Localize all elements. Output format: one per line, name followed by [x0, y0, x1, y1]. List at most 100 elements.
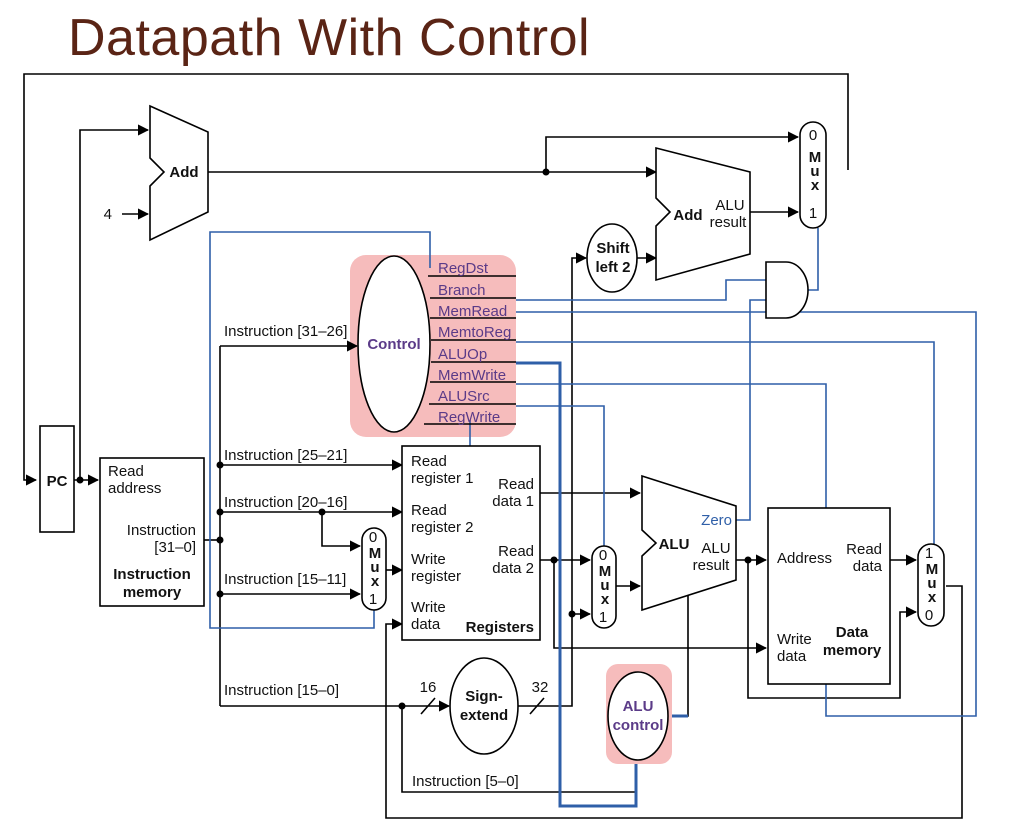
regdst-mux: 0 M u x 1: [361, 527, 387, 611]
svg-text:memory: memory: [123, 584, 182, 601]
svg-text:Control: Control: [367, 336, 420, 353]
svg-text:0: 0: [599, 547, 607, 564]
svg-text:Instruction [15–11]: Instruction [15–11]: [224, 571, 346, 588]
svg-text:M: M: [599, 563, 612, 580]
svg-text:Instruction: Instruction: [127, 522, 196, 539]
svg-text:Sign-: Sign-: [465, 688, 503, 705]
svg-text:data 2: data 2: [492, 560, 534, 577]
svg-text:1: 1: [369, 591, 377, 608]
svg-text:Add: Add: [169, 164, 198, 181]
svg-text:M: M: [926, 561, 939, 578]
svg-text:data: data: [777, 648, 807, 665]
control-signal-labels: RegDst Branch MemRead MemtoReg ALUOp Mem…: [424, 260, 516, 426]
svg-text:Read: Read: [498, 476, 534, 493]
svg-text:control: control: [613, 717, 664, 734]
svg-text:0: 0: [809, 127, 817, 144]
sign-extend: Sign- extend 16 32: [420, 657, 549, 755]
svg-text:memory: memory: [823, 642, 882, 659]
control-unit: Control: [357, 255, 431, 433]
svg-text:x: x: [601, 591, 610, 608]
signal-regwrite: RegWrite: [438, 409, 500, 426]
svg-text:Read: Read: [411, 502, 447, 519]
svg-text:ALU: ALU: [715, 197, 744, 214]
signal-aluop: ALUOp: [438, 346, 487, 363]
svg-text:Write: Write: [411, 551, 446, 568]
svg-text:ALU: ALU: [701, 540, 730, 557]
svg-text:register 1: register 1: [411, 470, 474, 487]
svg-text:extend: extend: [460, 707, 508, 724]
svg-text:Shift: Shift: [596, 240, 629, 257]
svg-text:Instruction [25–21]: Instruction [25–21]: [224, 447, 347, 464]
svg-text:Instruction [20–16]: Instruction [20–16]: [224, 494, 347, 511]
alu-control-unit: ALU control: [607, 671, 669, 761]
svg-text:0: 0: [925, 607, 933, 624]
pc-source-mux: 0 M u x 1: [799, 121, 827, 229]
svg-text:data: data: [853, 558, 883, 575]
control-wires: [209, 228, 977, 808]
svg-text:16: 16: [420, 679, 437, 696]
svg-text:register 2: register 2: [411, 519, 474, 536]
main-alu: ALU ALU result Zero: [641, 474, 737, 612]
svg-text:32: 32: [532, 679, 549, 696]
shift-left-2: Shift left 2: [586, 223, 638, 293]
junction-dots: [76, 168, 752, 710]
svg-text:x: x: [371, 573, 380, 590]
pc-adder: Add: [149, 104, 209, 242]
svg-text:Read: Read: [498, 543, 534, 560]
svg-text:M: M: [809, 149, 822, 166]
constant-four: 4: [104, 206, 112, 223]
svg-text:left 2: left 2: [595, 259, 630, 276]
signal-memread: MemRead: [438, 303, 507, 320]
svg-text:Address: Address: [777, 550, 832, 567]
instruction-field-labels: Instruction [31–26] Instruction [25–21] …: [224, 323, 519, 790]
svg-text:u: u: [927, 575, 936, 592]
svg-text:Instruction [5–0]: Instruction [5–0]: [412, 773, 519, 790]
svg-text:Instruction [15–0]: Instruction [15–0]: [224, 682, 339, 699]
register-file: Read register 1 Read register 2 Write re…: [401, 445, 541, 641]
svg-text:result: result: [693, 557, 731, 574]
svg-text:Zero: Zero: [701, 512, 732, 529]
svg-text:Registers: Registers: [466, 619, 534, 636]
svg-text:PC: PC: [47, 473, 68, 490]
svg-text:x: x: [811, 177, 820, 194]
svg-text:Instruction [31–26]: Instruction [31–26]: [224, 323, 347, 340]
signal-branch: Branch: [438, 282, 486, 299]
signal-regdst: RegDst: [438, 260, 489, 277]
svg-text:register: register: [411, 568, 461, 585]
svg-text:result: result: [710, 214, 748, 231]
svg-text:1: 1: [925, 545, 933, 562]
svg-text:Instruction: Instruction: [113, 566, 191, 583]
svg-text:u: u: [810, 163, 819, 180]
svg-text:ALU: ALU: [659, 536, 690, 553]
branch-and-gate: [765, 261, 809, 319]
svg-text:ALU: ALU: [623, 698, 654, 715]
branch-adder: Add ALU result: [655, 146, 751, 282]
pc-register: PC: [39, 425, 75, 533]
signal-memwrite: MemWrite: [438, 367, 506, 384]
svg-text:0: 0: [369, 529, 377, 546]
svg-text:Write: Write: [777, 631, 812, 648]
svg-text:u: u: [600, 577, 609, 594]
instruction-memory: Read address Instruction [31–0] Instruct…: [99, 457, 205, 607]
svg-text:Read: Read: [846, 541, 882, 558]
svg-text:x: x: [928, 589, 937, 606]
svg-text:M: M: [369, 545, 382, 562]
svg-text:Read: Read: [108, 463, 144, 480]
svg-text:1: 1: [809, 205, 817, 222]
svg-text:data 1: data 1: [492, 493, 534, 510]
alusrc-mux: 0 M u x 1: [591, 545, 617, 629]
svg-text:address: address: [108, 480, 161, 497]
data-memory: Address Read data Write data Data memory: [767, 507, 891, 685]
svg-text:Add: Add: [673, 207, 702, 224]
memtoreg-mux: 1 M u x 0: [917, 543, 945, 627]
signal-alusrc: ALUSrc: [438, 388, 490, 405]
svg-text:1: 1: [599, 609, 607, 626]
svg-text:data: data: [411, 616, 441, 633]
svg-text:u: u: [370, 559, 379, 576]
svg-text:[31–0]: [31–0]: [154, 539, 196, 556]
signal-memtoreg: MemtoReg: [438, 324, 511, 341]
slide-title: Datapath With Control: [68, 9, 591, 67]
svg-text:Write: Write: [411, 599, 446, 616]
svg-text:Read: Read: [411, 453, 447, 470]
